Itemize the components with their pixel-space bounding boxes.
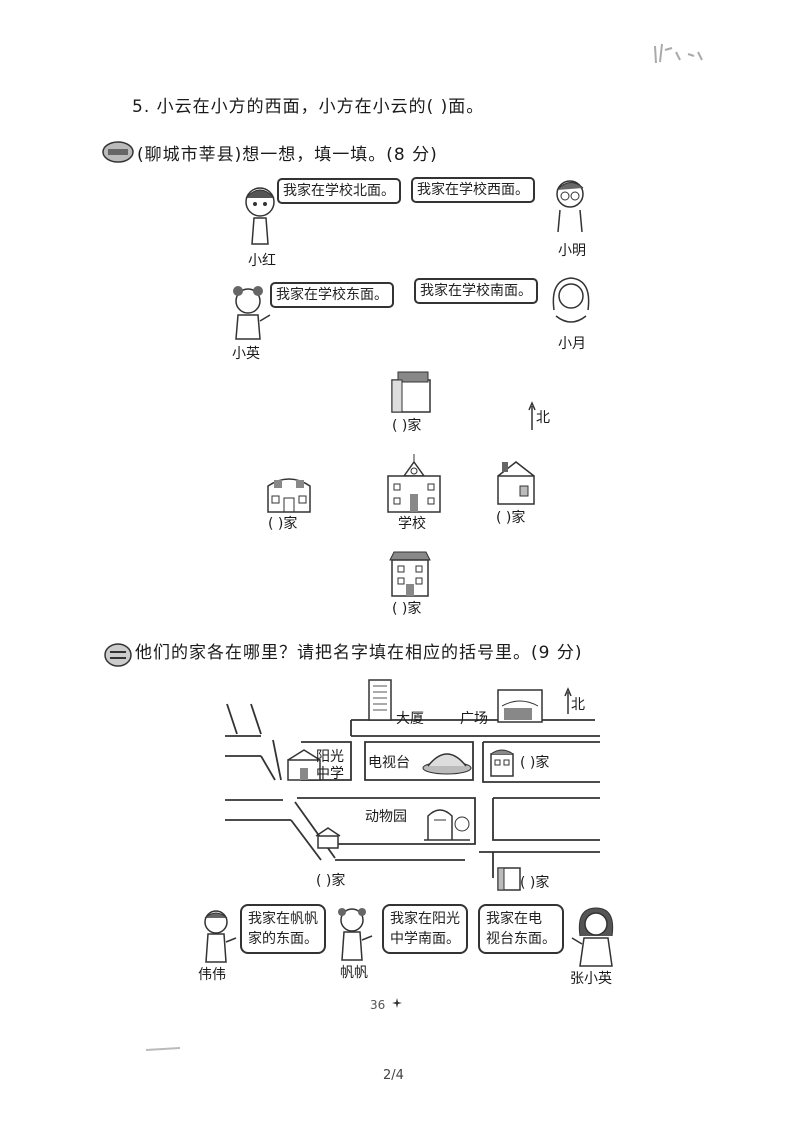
page-mark: 36 — [370, 998, 386, 1012]
square-icon — [497, 689, 543, 723]
bubble-xiaoming: 我家在学校西面。 — [411, 177, 535, 203]
name-xiaohong: 小红 — [248, 253, 276, 269]
blank-map-east[interactable]: ( )家 — [520, 755, 550, 771]
school-icon — [387, 454, 441, 513]
section-2-badge — [102, 141, 134, 163]
house-east-icon — [497, 461, 535, 505]
label-zoo: 动物园 — [365, 809, 407, 825]
question-5: 5. 小云在小方的西面，小方在小云的( )面。 — [132, 97, 485, 117]
kid-xiaoming — [556, 180, 584, 233]
se-house-icon — [497, 867, 521, 891]
school-label: 学校 — [398, 516, 426, 532]
blank-map-south[interactable]: ( )家 — [316, 873, 346, 889]
bubble-xiaoying: 我家在学校东面。 — [270, 282, 394, 308]
east-house-icon — [490, 749, 514, 777]
kid-zhangxiaoying — [571, 907, 614, 967]
house-west-icon — [267, 478, 311, 513]
label-square: 广场 — [460, 711, 488, 727]
yangguang-school-icon — [287, 749, 321, 781]
bubble-weiwei-line1: 我家在帆帆 — [248, 911, 318, 927]
name-xiaoyue: 小月 — [558, 336, 586, 352]
blank-east[interactable]: ( )家 — [496, 510, 526, 526]
kid-xiaoying — [233, 286, 271, 340]
kid-fanfan — [338, 908, 373, 961]
north-arrow-icon-2 — [564, 687, 572, 714]
name-xiaoying: 小英 — [232, 346, 260, 362]
bubble-fanfan: 我家在阳光 中学南面。 — [382, 904, 468, 954]
house-north-icon — [391, 371, 431, 413]
kid-xiaoyue — [552, 277, 590, 323]
street-map — [225, 703, 600, 878]
tv-station-icon — [422, 753, 472, 775]
blank-north[interactable]: ( )家 — [392, 418, 422, 434]
small-house-icon — [315, 827, 341, 849]
section-2-title: (聊城市莘县)想一想，填一填。(8 分) — [137, 145, 438, 165]
label-building: 大厦 — [396, 711, 424, 727]
north-label-2: 北 — [571, 697, 585, 713]
name-fanfan: 帆帆 — [340, 965, 368, 981]
blank-west[interactable]: ( )家 — [268, 516, 298, 532]
page-number: 2/4 — [383, 1068, 404, 1083]
scan-smudge — [145, 1047, 181, 1051]
kid-xiaohong — [245, 187, 275, 245]
north-label: 北 — [536, 410, 550, 426]
section-3-badge — [104, 643, 132, 667]
bubble-xiaohong: 我家在学校北面。 — [277, 178, 401, 204]
bubble-zhangxiaoying-line1: 我家在电 — [486, 911, 542, 927]
bubble-weiwei: 我家在帆帆 家的东面。 — [240, 904, 326, 954]
bubble-fanfan-line1: 我家在阳光 — [390, 911, 460, 927]
blank-map-se[interactable]: ( )家 — [520, 875, 550, 891]
name-xiaoming: 小明 — [558, 243, 586, 259]
kid-weiwei — [204, 910, 237, 963]
house-south-icon — [389, 551, 431, 597]
section-3-title: 他们的家各在哪里？请把名字填在相应的括号里。(9 分) — [135, 643, 583, 663]
tower-icon — [368, 679, 392, 721]
bubble-xiaoyue: 我家在学校南面。 — [414, 278, 538, 304]
name-zhangxiaoying: 张小英 — [570, 971, 612, 987]
star-icon — [392, 998, 402, 1008]
zoo-icon — [424, 809, 470, 841]
name-weiwei: 伟伟 — [198, 967, 226, 983]
bubble-fanfan-line2: 中学南面。 — [390, 931, 460, 947]
label-school-1: 阳光 — [316, 749, 344, 765]
bubble-zhangxiaoying-line2: 视台东面。 — [486, 931, 556, 947]
bubble-weiwei-line2: 家的东面。 — [248, 931, 318, 947]
blank-south[interactable]: ( )家 — [392, 601, 422, 617]
corner-scribble — [654, 43, 703, 64]
label-school-2: 中学 — [316, 766, 344, 782]
north-arrow-icon — [528, 401, 536, 430]
bubble-zhangxiaoying: 我家在电 视台东面。 — [478, 904, 564, 954]
label-tv: 电视台 — [368, 755, 410, 771]
